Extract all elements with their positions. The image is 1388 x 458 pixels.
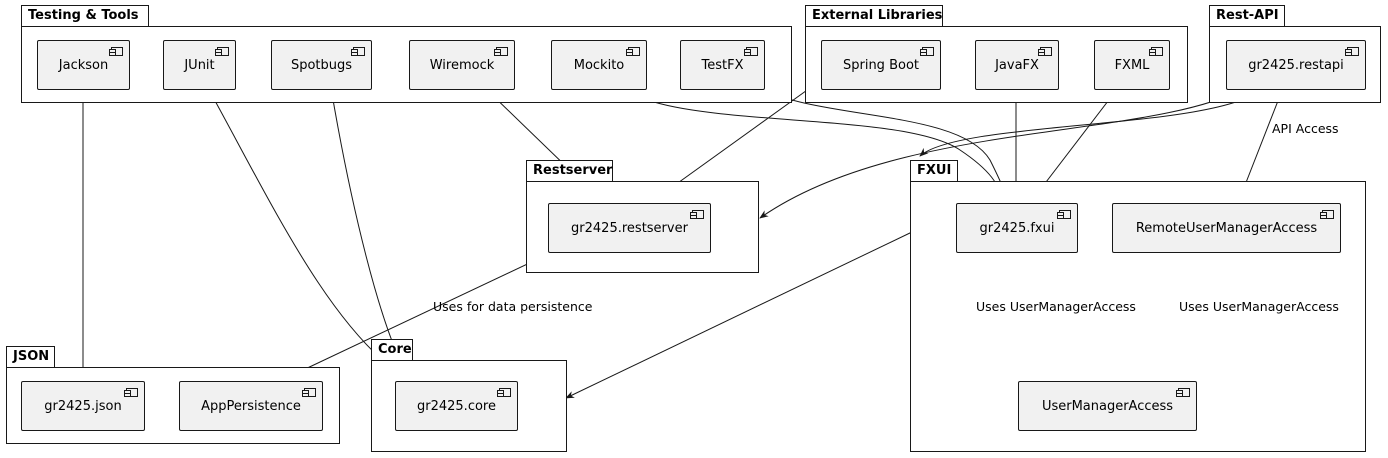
package-json-label: JSON	[13, 349, 50, 364]
component-icon	[497, 388, 511, 397]
component-icon	[920, 47, 934, 56]
component-icon	[1149, 47, 1163, 56]
edge-label-fxui-uses: Uses UserManagerAccess	[976, 299, 1136, 314]
component-icon	[1320, 210, 1334, 219]
component-mockito-label: Mockito	[573, 58, 625, 73]
component-restserver-label: gr2425.restserver	[571, 221, 688, 236]
edge-restapi-restserver	[759, 87, 1246, 219]
component-json[interactable]: gr2425.json	[21, 381, 145, 431]
package-fxui-tab: FXUI	[910, 160, 958, 182]
component-apppersistence-label: AppPersistence	[201, 399, 301, 414]
component-icon	[744, 47, 758, 56]
component-icon	[124, 388, 138, 397]
component-icon	[215, 47, 229, 56]
component-json-label: gr2425.json	[44, 399, 122, 414]
edge-junit-core	[207, 87, 409, 381]
component-icon	[1345, 47, 1359, 56]
edge-fxuipkg-core	[565, 231, 913, 399]
component-remote-label: RemoteUserManagerAccess	[1135, 221, 1318, 236]
edge-spotbugs-core	[330, 87, 411, 381]
component-jackson-label: Jackson	[58, 58, 109, 73]
component-fxui-label: gr2425.fxui	[979, 221, 1055, 236]
component-restapi[interactable]: gr2425.restapi	[1226, 40, 1366, 90]
package-restserver-tab: Restserver	[526, 160, 613, 182]
component-spotbugs-label: Spotbugs	[290, 58, 353, 73]
component-testfx[interactable]: TestFX	[680, 40, 765, 90]
component-usermanageraccess-label: UserManagerAccess	[1041, 399, 1174, 414]
component-jackson[interactable]: Jackson	[37, 40, 130, 90]
component-core-label: gr2425.core	[417, 399, 496, 414]
component-icon	[626, 47, 640, 56]
component-icon	[690, 210, 704, 219]
component-icon	[1176, 388, 1190, 397]
component-restapi-label: gr2425.restapi	[1248, 58, 1344, 73]
component-junit-label: JUnit	[184, 58, 215, 73]
package-restapi-tab: Rest-API	[1209, 5, 1285, 27]
edge-restserver-apppersist	[281, 249, 558, 381]
component-mockito[interactable]: Mockito	[551, 40, 647, 90]
component-icon	[302, 388, 316, 397]
component-fxui[interactable]: gr2425.fxui	[956, 203, 1078, 253]
component-spotbugs[interactable]: Spotbugs	[271, 40, 372, 90]
component-junit[interactable]: JUnit	[163, 40, 236, 90]
package-testing-label: Testing & Tools	[28, 8, 139, 23]
component-icon	[109, 47, 123, 56]
package-external-tab: External Libraries	[805, 5, 943, 27]
component-springboot[interactable]: Spring Boot	[821, 40, 941, 90]
component-fxml-label: FXML	[1114, 58, 1150, 73]
component-icon	[1057, 210, 1071, 219]
package-testing	[21, 26, 792, 103]
edge-label-remote-uses: Uses UserManagerAccess	[1179, 299, 1339, 314]
component-springboot-label: Spring Boot	[842, 58, 919, 73]
component-testfx-label: TestFX	[701, 58, 744, 73]
edge-mockito-fxui	[621, 87, 1006, 204]
component-wiremock[interactable]: Wiremock	[409, 40, 515, 90]
component-wiremock-label: Wiremock	[429, 58, 495, 73]
package-external-label: External Libraries	[812, 8, 943, 23]
component-fxml[interactable]: FXML	[1094, 40, 1170, 90]
component-icon	[351, 47, 365, 56]
component-usermanageraccess[interactable]: UserManagerAccess	[1018, 381, 1197, 431]
component-icon	[494, 47, 508, 56]
component-javafx-label: JavaFX	[995, 58, 1039, 73]
package-json-tab: JSON	[6, 346, 55, 368]
edge-label-api-access: API Access	[1272, 121, 1339, 136]
component-remote[interactable]: RemoteUserManagerAccess	[1112, 203, 1341, 253]
package-restapi-label: Rest-API	[1216, 8, 1279, 23]
component-restserver[interactable]: gr2425.restserver	[548, 203, 711, 253]
package-restserver-label: Restserver	[533, 163, 613, 178]
package-testing-tab: Testing & Tools	[21, 5, 149, 27]
component-apppersistence[interactable]: AppPersistence	[179, 381, 323, 431]
edge-label-data-persistence: Uses for data persistence	[433, 299, 593, 314]
component-core[interactable]: gr2425.core	[395, 381, 518, 431]
component-javafx[interactable]: JavaFX	[975, 40, 1059, 90]
package-core-label: Core	[378, 342, 412, 357]
component-icon	[1038, 47, 1052, 56]
package-core-tab: Core	[371, 339, 413, 361]
package-fxui-label: FXUI	[917, 163, 952, 178]
